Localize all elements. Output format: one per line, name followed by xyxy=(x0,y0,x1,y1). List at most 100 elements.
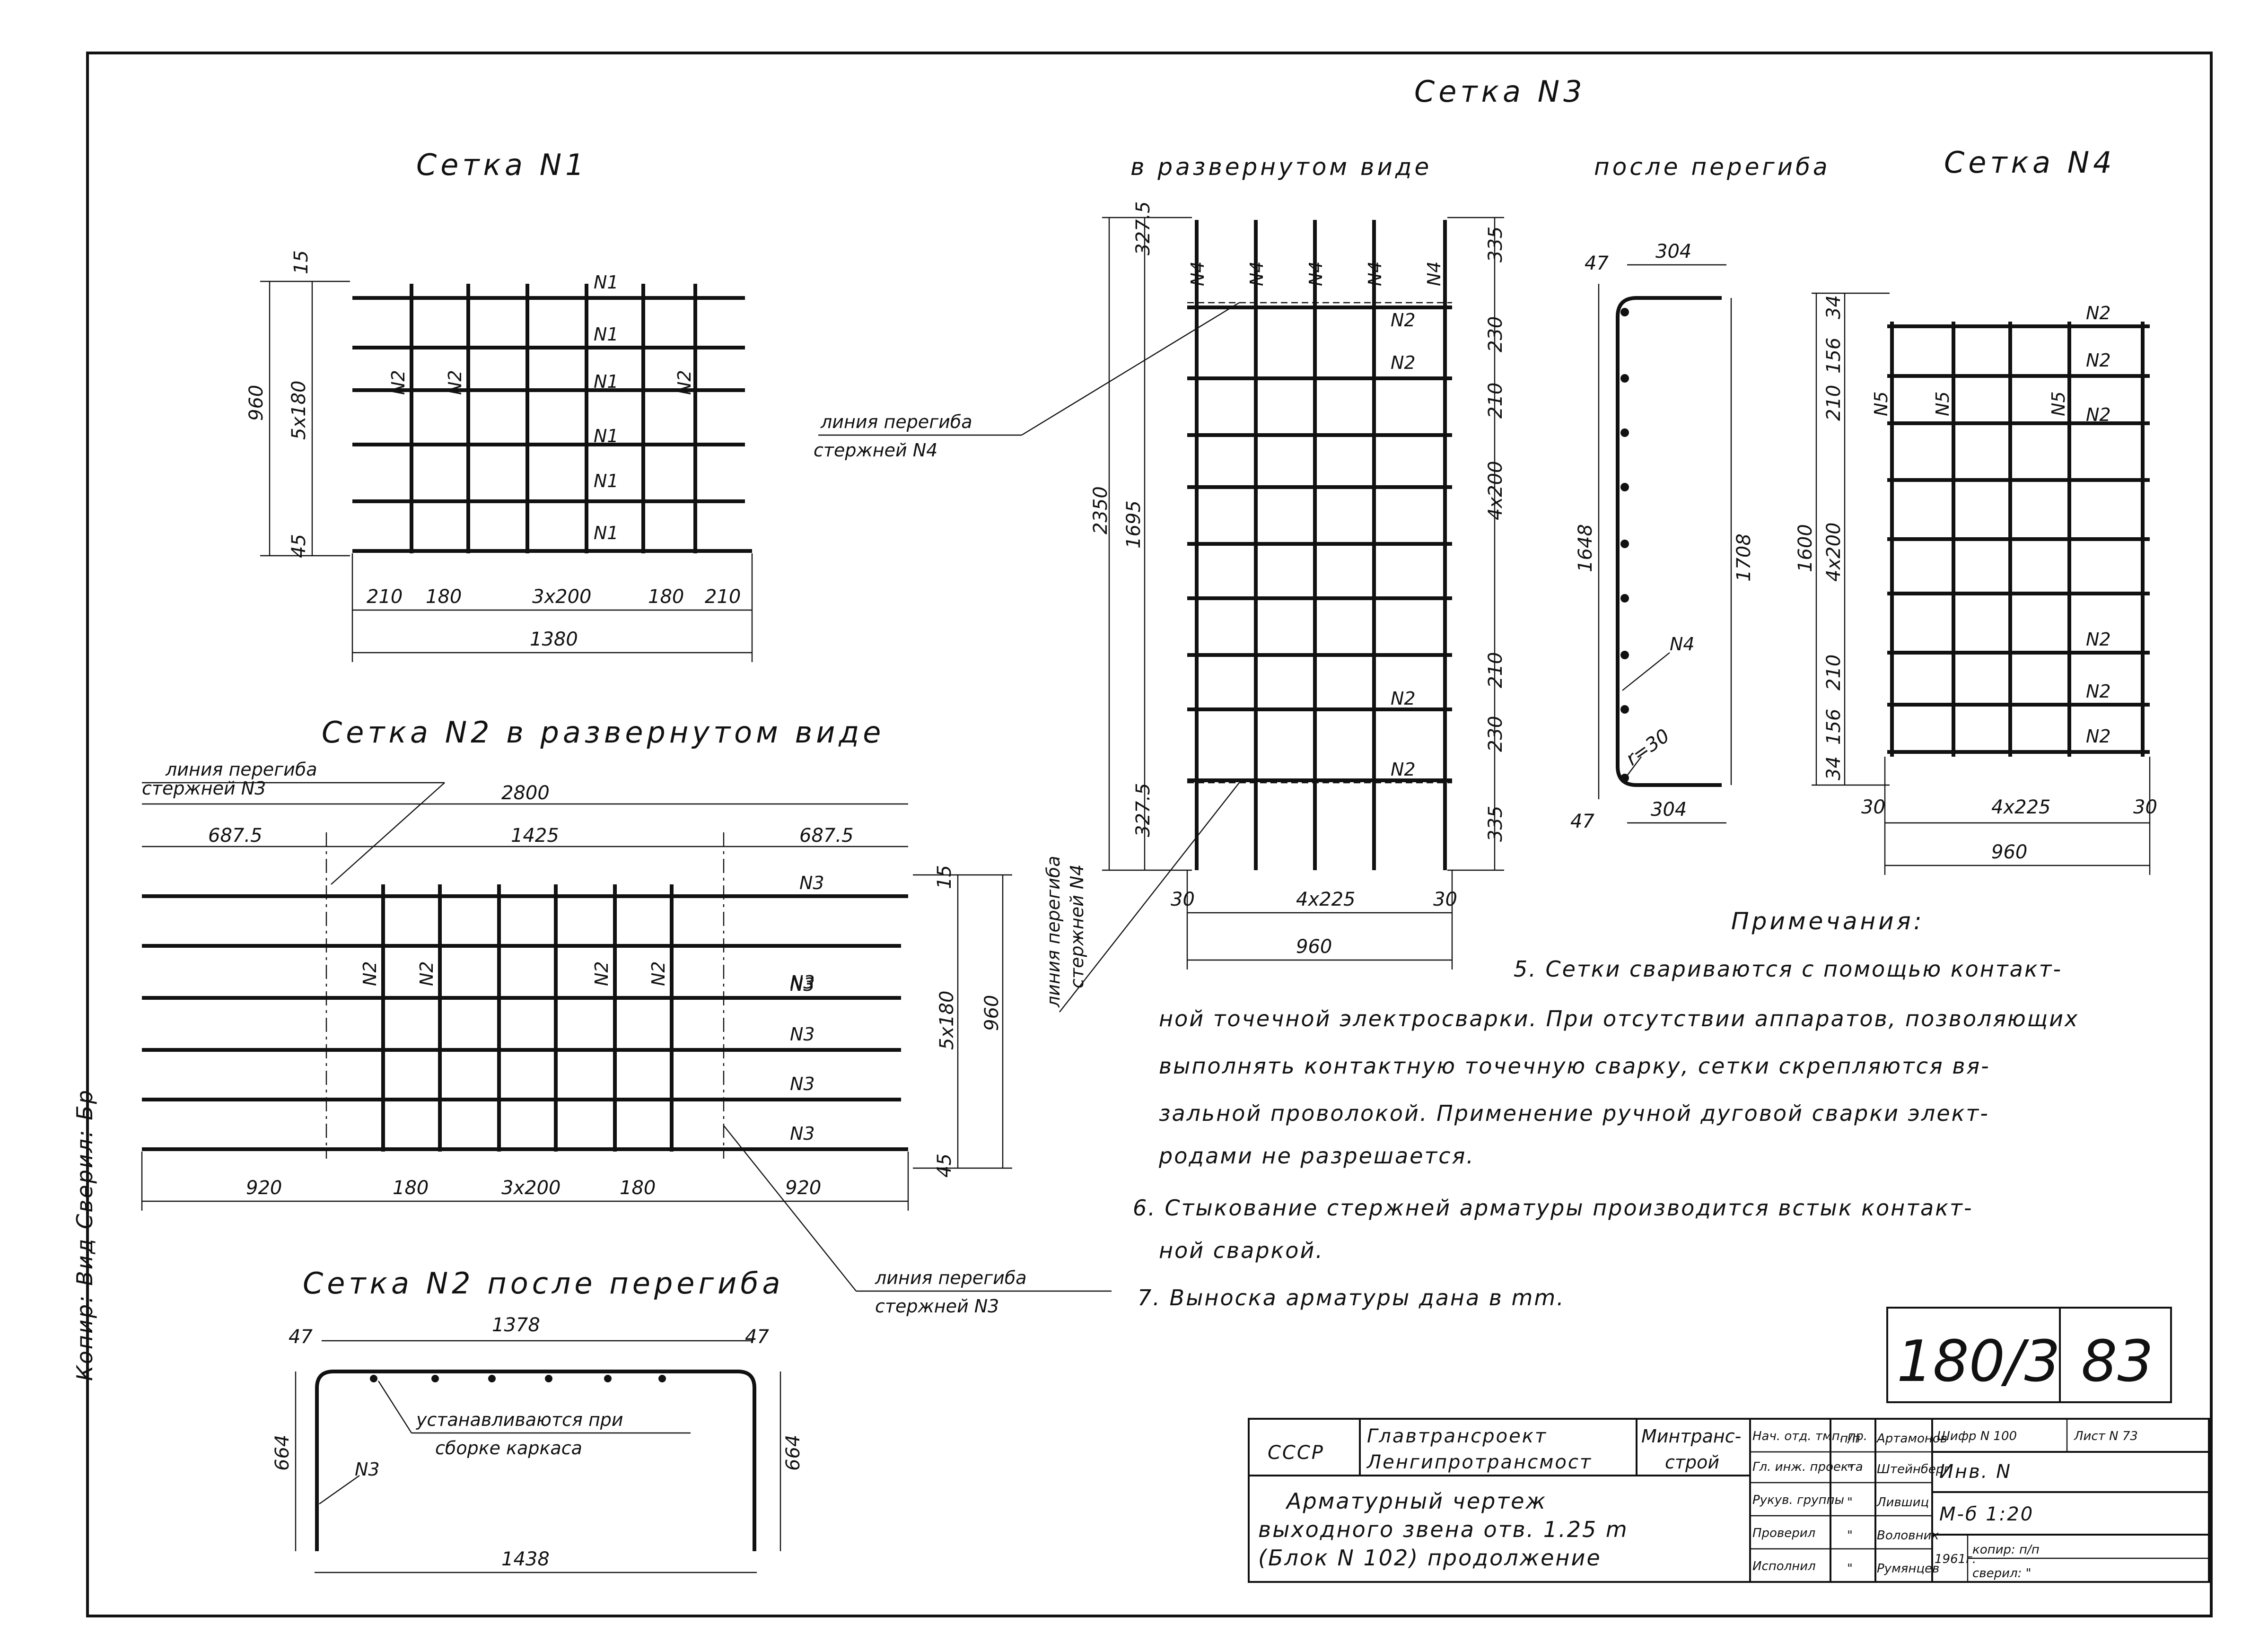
mesh-4: Сетка N4 N2 N2 N2 N2 N2 N2 N5 N5 N5 xyxy=(1795,145,2157,875)
mesh-3-right-mark: N2 xyxy=(1391,759,1416,780)
mesh-4-right-mark: N2 xyxy=(2086,303,2111,323)
note-line: родами не разрешается. xyxy=(1158,1143,1475,1169)
mesh-3-dim: 30 xyxy=(1433,889,1457,910)
mesh-1-title: Сетка N1 xyxy=(416,148,588,182)
mesh-1-bars xyxy=(352,284,752,553)
mesh-2-dim: 2800 xyxy=(501,782,550,804)
mesh-4-right-mark: N2 xyxy=(2086,726,2111,747)
mesh-3-bend-label: линия перегиба xyxy=(820,411,972,432)
mesh-3-bent-mark: N4 xyxy=(1670,634,1695,655)
mesh-4-dim: 210 xyxy=(1823,385,1845,421)
stamp-role: Рукув. группы xyxy=(1752,1493,1844,1507)
mesh-3-bent-dim: 304 xyxy=(1655,241,1691,262)
mesh-2-dim: 687.5 xyxy=(208,825,263,847)
stamp-ministry: Минтранс- xyxy=(1641,1426,1741,1447)
mesh-2-dim: 920 xyxy=(246,1177,282,1199)
stamp-sheet: Лист N 73 xyxy=(2074,1429,2138,1443)
bar-dot xyxy=(1620,651,1629,659)
mesh-1-cross-mark: N2 xyxy=(445,370,465,395)
mesh-2-dim: 45 xyxy=(934,1153,955,1178)
mesh-4-dim: 34 xyxy=(1823,295,1845,319)
mesh-3-total: 960 xyxy=(1296,936,1332,958)
mesh-1-mark: N1 xyxy=(594,523,619,543)
stamp-checked: сверил: " xyxy=(1972,1566,2032,1581)
stamp-role: Проверил xyxy=(1752,1526,1815,1540)
sheet-series: 180/3 xyxy=(1897,1329,2060,1395)
bar-dot xyxy=(1620,540,1629,548)
mesh-3-dim: 1695 xyxy=(1123,500,1145,549)
stamp-name: Румянцев xyxy=(1877,1562,1939,1576)
note-line: 7. Выноска арматуры дана в mm. xyxy=(1138,1285,1565,1310)
note-line: ной сваркой. xyxy=(1159,1238,1324,1263)
stamp-name: Воловник xyxy=(1877,1528,1939,1543)
mesh-2-cross-mark: N2 xyxy=(648,961,669,986)
mesh-2-bent-note: устанавливаются при xyxy=(416,1409,623,1430)
margin-note: Копир: Вид Сверил: Бр xyxy=(72,1089,97,1381)
mesh-4-right-mark: N2 xyxy=(2086,350,2111,371)
mesh-2-mark: N3 xyxy=(790,974,815,995)
mesh-2-bend-label: линия перегиба xyxy=(165,759,317,780)
stamp-sign: " xyxy=(1847,1528,1853,1543)
mesh-2-mark: N3 xyxy=(790,972,815,993)
mesh-3-bent-dim: 1648 xyxy=(1575,524,1596,572)
mesh-4-dim: 34 xyxy=(1823,756,1845,780)
mesh-2-mark: N3 xyxy=(799,873,824,893)
mesh-1: Сетка N1 N1 N1 N1 N1 N1 N1 N2 N2 N2 15 xyxy=(245,148,753,662)
mesh-1-mark: N1 xyxy=(594,324,619,345)
sheet-number: 180/3 83 xyxy=(1886,1307,2172,1403)
mesh-2-cross-mark: N2 xyxy=(591,961,612,986)
mesh-4-cross-mark: N5 xyxy=(1932,391,1953,416)
mesh-3-bent-dim: 304 xyxy=(1651,799,1687,821)
bar-dot xyxy=(604,1375,612,1382)
mesh-4-dim: 4x225 xyxy=(1991,796,2050,818)
mesh-4-right-mark: N2 xyxy=(2086,681,2111,702)
mesh-2-dim: 920 xyxy=(785,1177,821,1199)
mesh-3-bend-label-vertical: линия перегиба xyxy=(1043,856,1064,1008)
note-line: ной точечной электросварки. При отсутств… xyxy=(1159,1006,2079,1031)
mesh-3-bend-label-vertical: стержней N4 xyxy=(1067,865,1087,988)
mesh-1-dim: 5x180 xyxy=(288,381,310,440)
notes-heading: Примечания: xyxy=(1731,908,1925,935)
stamp-org: Главтрансроект xyxy=(1367,1425,1547,1447)
mesh-2-mark: N3 xyxy=(790,1074,815,1094)
mesh-4-cross-mark: N5 xyxy=(2048,391,2069,416)
mesh-3-dim: 30 xyxy=(1171,889,1195,910)
stamp-title: Арматурный чертеж xyxy=(1285,1488,1547,1514)
mesh-1-dim: 3x200 xyxy=(532,586,591,608)
sheet-frame xyxy=(86,52,2213,1617)
mesh-4-total: 960 xyxy=(1991,841,2027,863)
bar-dot xyxy=(370,1375,377,1382)
mesh-3-dim: 4x225 xyxy=(1296,889,1355,910)
stamp-org: Ленгипротрансмост xyxy=(1366,1451,1592,1473)
mesh-3-top-mark: N4 xyxy=(1187,261,1208,286)
mesh-2-bent-dim: 47 xyxy=(745,1326,769,1348)
stamp-role: Нач. отд. тмп. пр. xyxy=(1752,1429,1867,1443)
mesh-2-cross-mark: N2 xyxy=(416,961,437,986)
mesh-3-unfolded-title: в развернутом виде xyxy=(1130,153,1432,181)
mesh-4-dim: 1600 xyxy=(1795,524,1816,572)
mesh-1-cross-mark: N2 xyxy=(388,370,409,395)
stamp-cipher: Шифр N 100 xyxy=(1937,1429,2017,1443)
mesh-3-dim: 2350 xyxy=(1090,486,1112,534)
mesh-4-dim: 210 xyxy=(1823,655,1845,690)
mesh-3-top-mark: N4 xyxy=(1305,261,1326,286)
mesh-1-dim: 210 xyxy=(705,586,741,608)
mesh-4-dim: 30 xyxy=(1861,796,1885,818)
mesh-2-bent-dim: 664 xyxy=(782,1435,804,1471)
stamp-inv: Инв. N xyxy=(1939,1461,2012,1483)
mesh-4-dim: 156 xyxy=(1823,338,1845,374)
stamp-role: Исполнил xyxy=(1752,1559,1816,1573)
mesh-4-cross-mark: N5 xyxy=(1871,391,1891,416)
stamp-sign: " xyxy=(1847,1495,1853,1510)
mesh-2-bent-dim: 1438 xyxy=(501,1548,550,1570)
mesh-2-bent-dim: 1378 xyxy=(492,1314,540,1336)
stamp-sign: " xyxy=(1847,1462,1853,1476)
mesh-2-dim: 1425 xyxy=(511,825,559,847)
mesh-3-dim: 210 xyxy=(1485,383,1506,419)
notes-block: Примечания: 5. Сетки свариваются с помощ… xyxy=(1133,908,2079,1310)
sheet-page: 83 xyxy=(2081,1329,2154,1395)
stamp-name: Штейнберг xyxy=(1877,1462,1950,1476)
stamp-name: Артамонов xyxy=(1876,1432,1947,1446)
mesh-4-dim: 4x200 xyxy=(1823,523,1845,582)
